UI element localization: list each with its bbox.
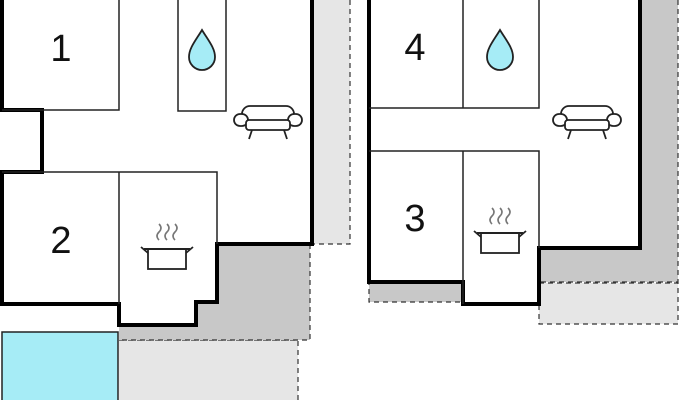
- garden-boundary-left: [119, 339, 299, 400]
- terrace-strip-right: [539, 0, 678, 282]
- garden-area-left: [119, 340, 298, 400]
- sofa-icon: [233, 105, 303, 140]
- pool: [1, 331, 119, 400]
- left-house-outer-wall: [0, 0, 314, 327]
- cooking-pot-icon: [473, 207, 527, 254]
- terrace-strip-left-boundary: [312, 0, 351, 245]
- terrace-strip-left: [312, 0, 350, 244]
- terrace-bottom-right: [368, 281, 464, 303]
- terrace-strip-right-boundary: [539, 0, 679, 283]
- cooking-pot-icon: [140, 223, 194, 270]
- room-4-label: 4: [404, 27, 425, 69]
- terrace-left-boundary: [119, 244, 311, 341]
- sofa-icon: [552, 105, 622, 140]
- room-3-label: 3: [404, 198, 425, 240]
- room-1-label: 1: [50, 28, 71, 70]
- water-drop-icon: [188, 29, 216, 71]
- terrace-left: [119, 244, 310, 340]
- right-house-outer-wall: [367, 0, 642, 306]
- right-house-inner-walls: [369, 0, 540, 304]
- water-drop-icon: [486, 29, 514, 71]
- left-house-inner-walls: [2, 0, 227, 304]
- garden-area-right: [538, 282, 679, 325]
- room-2-label: 2: [50, 220, 71, 262]
